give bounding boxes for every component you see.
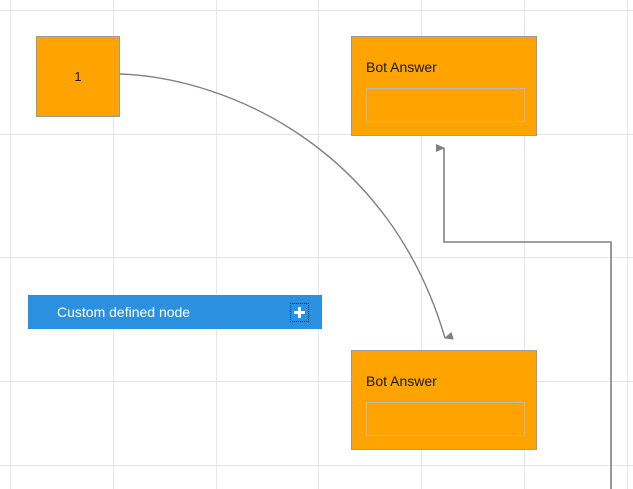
node-bot-answer-bottom[interactable]: Bot Answer: [351, 350, 537, 450]
node-answer-field[interactable]: [366, 88, 525, 122]
custom-defined-node-palette-item[interactable]: Custom defined node: [28, 295, 322, 329]
custom-defined-node-label: Custom defined node: [57, 304, 191, 320]
node-title: Bot Answer: [366, 59, 437, 75]
node-answer-field[interactable]: [366, 402, 525, 436]
node-title: Bot Answer: [366, 373, 437, 389]
node-1[interactable]: 1: [36, 36, 120, 117]
edge-node1-to-bot-answer-bottom[interactable]: [119, 73, 454, 340]
edge-bot-answer-bottom-to-bot-answer-top[interactable]: [436, 144, 612, 489]
node-1-label: 1: [74, 69, 82, 84]
plus-icon[interactable]: [290, 302, 309, 322]
node-bot-answer-top[interactable]: Bot Answer: [351, 36, 537, 136]
